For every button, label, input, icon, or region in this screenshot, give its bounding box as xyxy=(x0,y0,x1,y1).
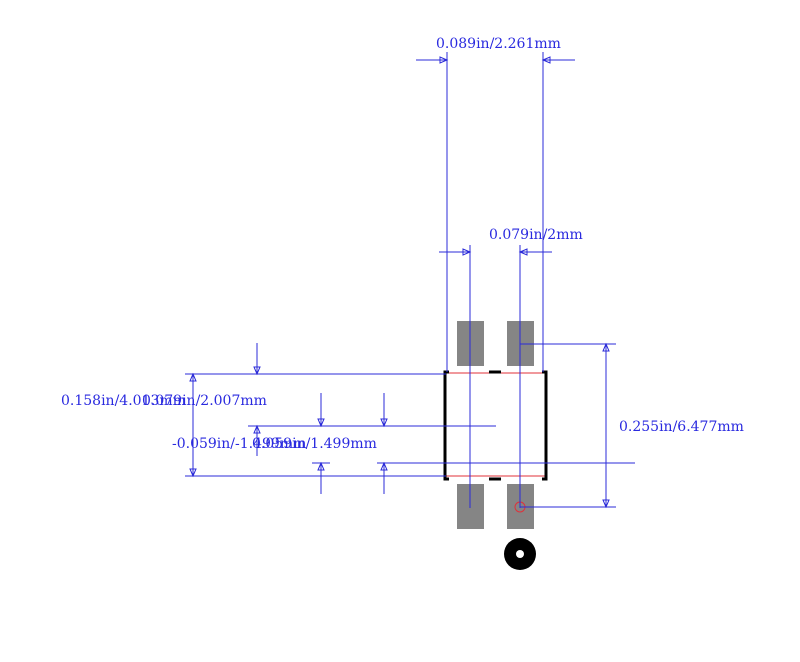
dim-label-pad-pitch: 0.079in/2mm xyxy=(489,227,583,243)
dim-label-body-height-a: 0.158in/4.013mm xyxy=(61,393,186,409)
dim-label-body-height-b: 0.079in/2.007mm xyxy=(142,393,267,409)
dim-label-offset-a: -0.059in/-1.499mm xyxy=(172,436,306,452)
dimension-body-height: 0.158in/4.013mm 0.079in/2.007mm xyxy=(61,343,496,478)
component-body-outline xyxy=(445,372,546,477)
pads xyxy=(457,321,534,529)
dimension-pad-span: 0.089in/2.261mm xyxy=(416,36,575,372)
dimension-pad-pitch: 0.079in/2mm xyxy=(439,227,583,508)
dim-label-overall-height: 0.255in/6.477mm xyxy=(619,419,744,435)
dimension-overall-height: 0.255in/6.477mm xyxy=(520,342,744,509)
dimension-offsets: -0.059in/-1.499mm 0.059in/1.499mm xyxy=(172,393,635,494)
dim-label-pad-span: 0.089in/2.261mm xyxy=(436,36,561,52)
dim-label-offset-b: 0.059in/1.499mm xyxy=(252,436,377,452)
